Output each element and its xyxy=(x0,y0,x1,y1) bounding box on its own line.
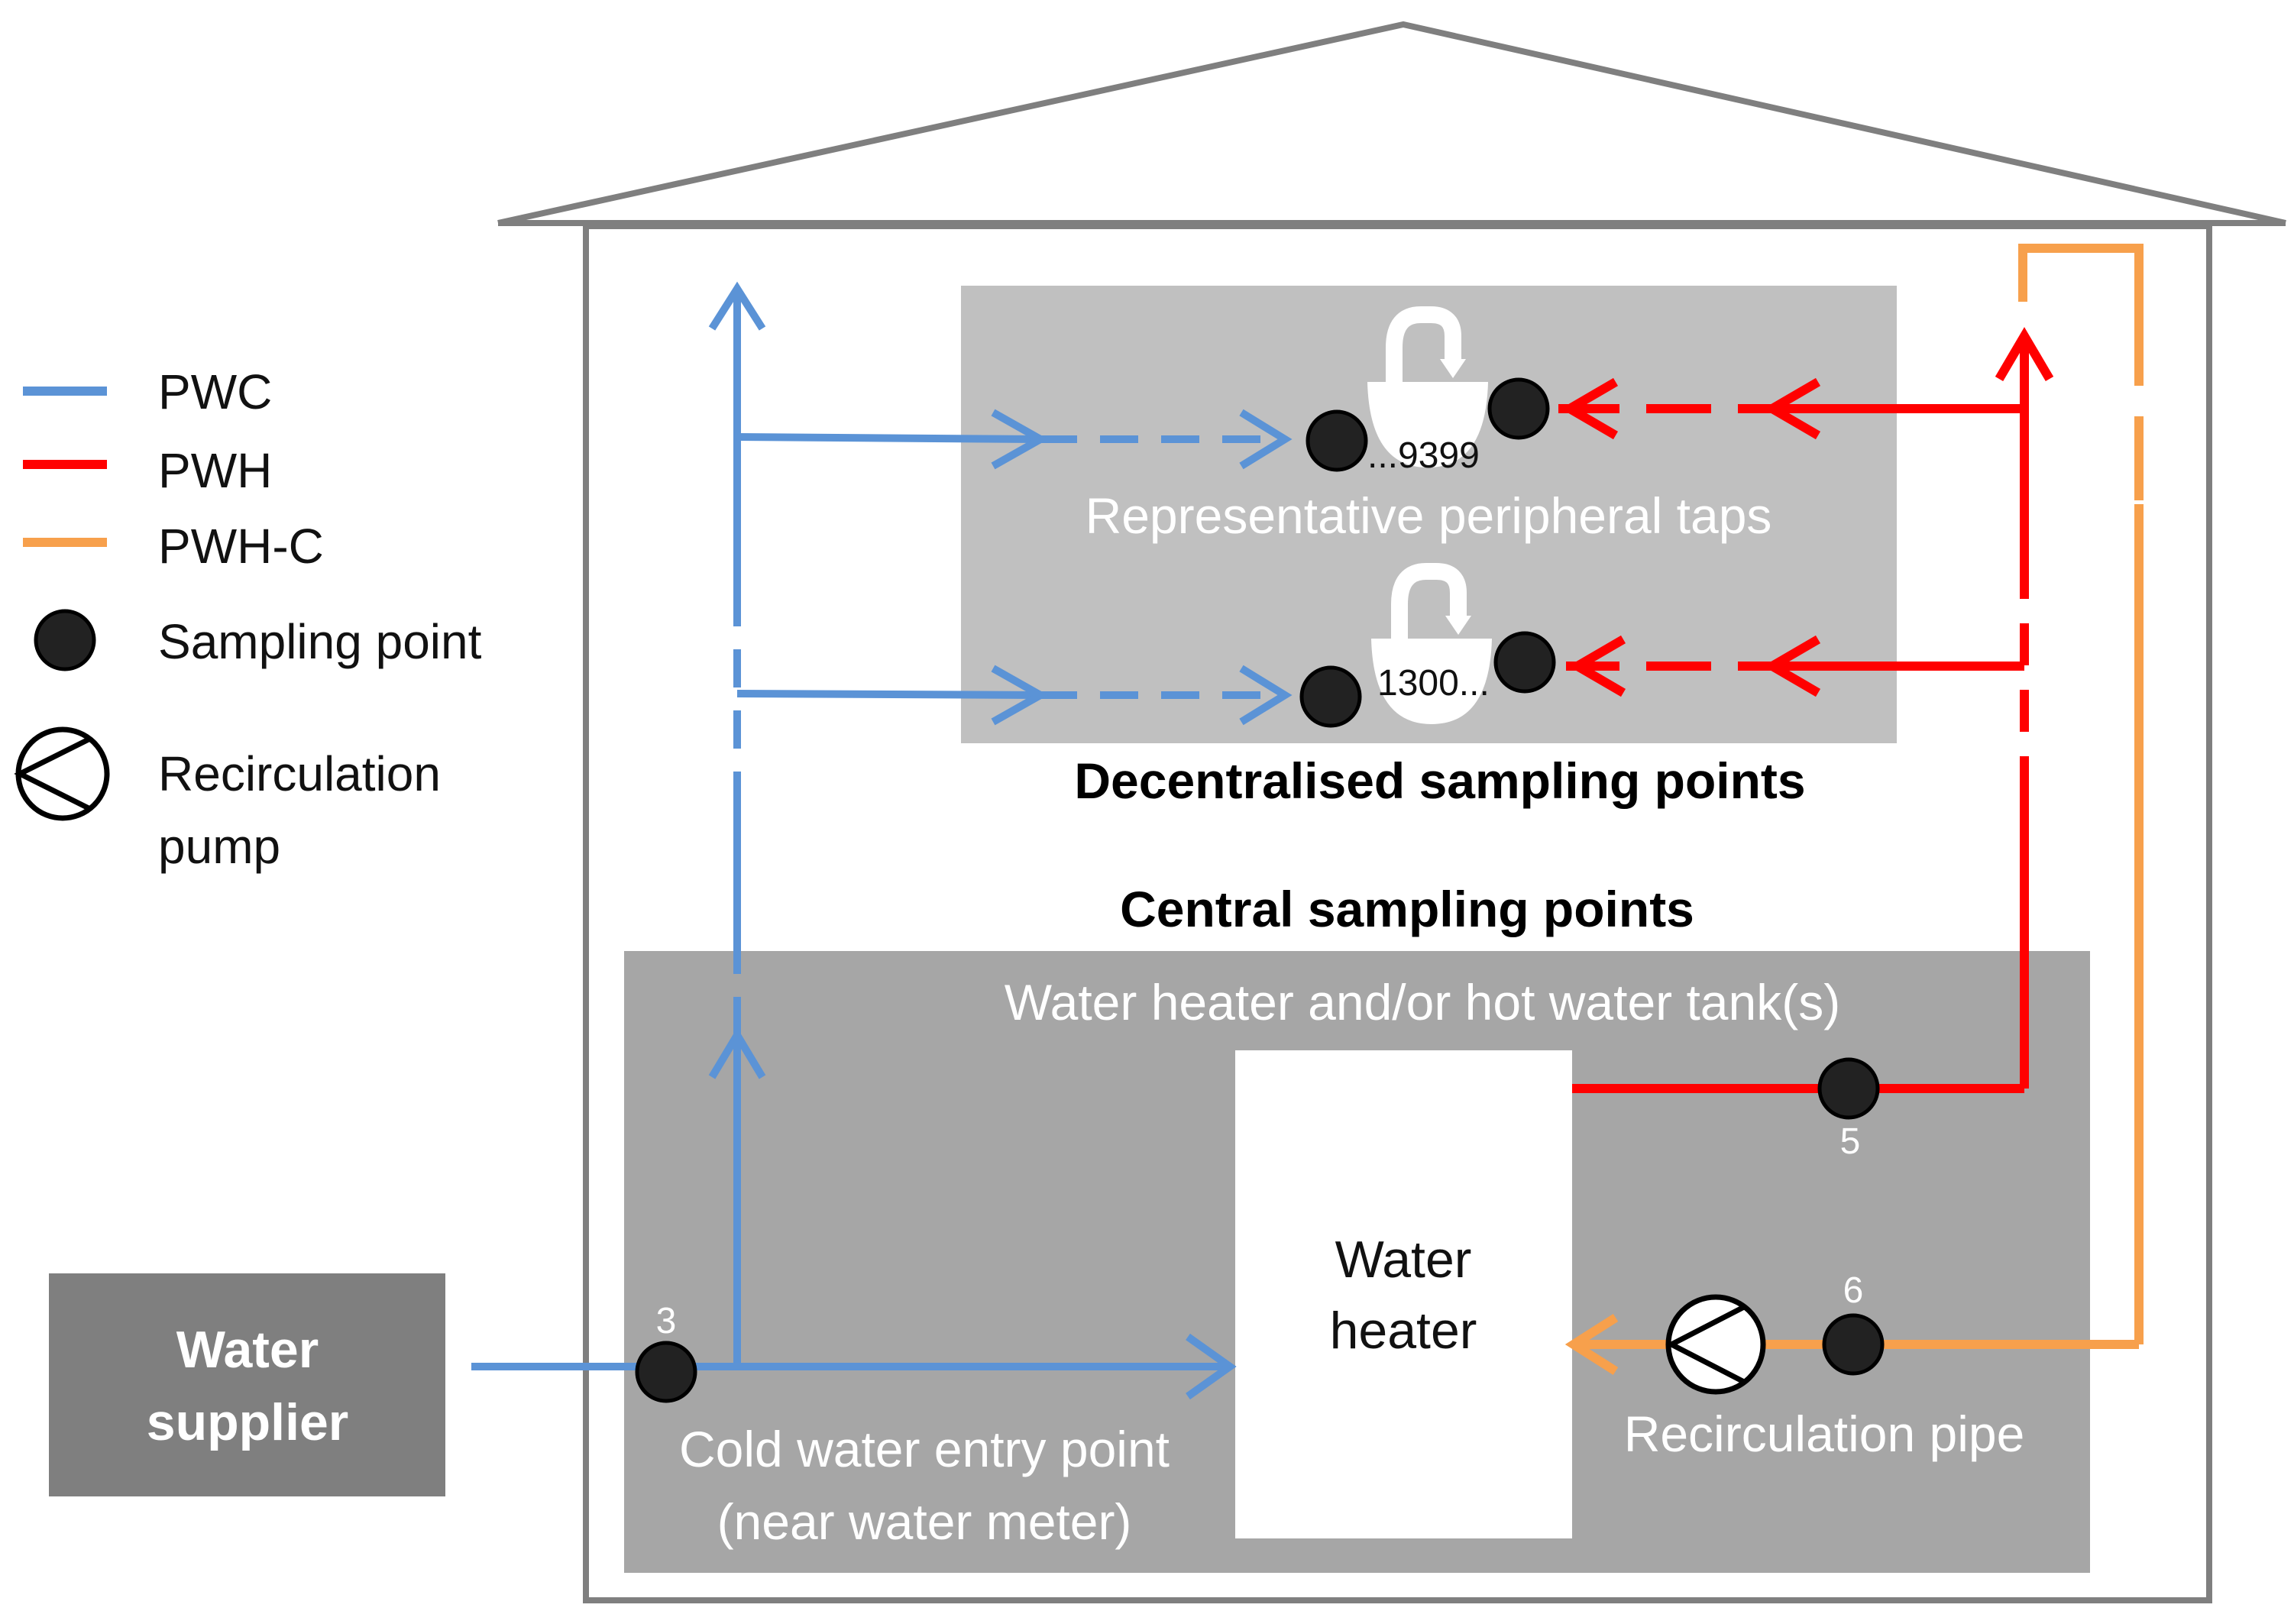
recirculation-pipe-label: Recirculation pipe xyxy=(1624,1406,2025,1462)
sampling-point-icon xyxy=(1306,409,1368,472)
sampling-point-icon xyxy=(34,609,96,671)
water-heater-label-line2: heater xyxy=(1330,1302,1477,1360)
house-outline xyxy=(497,21,2286,1603)
water-supplier-label-line1: Water xyxy=(176,1321,319,1379)
sampling-point-icon xyxy=(1493,631,1556,694)
pwh-pipes xyxy=(1558,327,2054,1093)
pwc-pipes xyxy=(471,281,1293,1400)
legend-pwc-label: PWC xyxy=(158,364,272,419)
point-6-number: 6 xyxy=(1843,1270,1864,1311)
water-heater-box xyxy=(1235,1050,1572,1538)
sampling-point-icon xyxy=(1299,665,1362,728)
central-label: Central sampling points xyxy=(1120,881,1694,937)
tap-icon xyxy=(1371,563,1492,724)
cold-entry-label-line1: Cold water entry point xyxy=(679,1421,1170,1477)
tap-icon xyxy=(1367,306,1488,467)
water-supplier-box xyxy=(49,1273,445,1496)
heater-tank-label: Water heater and/or hot water tank(s) xyxy=(1005,974,1840,1030)
water-heater-label-line1: Water xyxy=(1335,1231,1472,1289)
sampling-point-icon xyxy=(1487,377,1550,440)
water-supplier-label-line2: supplier xyxy=(147,1393,349,1451)
sampling-point-icon xyxy=(635,1341,697,1403)
cold-entry-label-line2: (near water meter) xyxy=(717,1493,1132,1550)
point-3-number: 3 xyxy=(656,1301,677,1341)
legend-pwh-label: PWH xyxy=(158,443,272,498)
point-5-number: 5 xyxy=(1840,1121,1861,1162)
sampling-point-icon xyxy=(1822,1313,1885,1376)
sampling-point-icon xyxy=(1817,1057,1880,1120)
sampling-points xyxy=(635,377,1885,1403)
tap-bottom-number: 1300... xyxy=(1377,663,1490,704)
recirculation-pump-icon xyxy=(1665,1294,1766,1395)
recirculation-pump-icon xyxy=(14,726,110,821)
tap-top-number: ...9399 xyxy=(1367,435,1480,476)
decentralised-label: Decentralised sampling points xyxy=(1074,752,1805,809)
legend-sampling-label: Sampling point xyxy=(158,614,482,669)
legend-pump-label-line1: Recirculation xyxy=(158,746,441,801)
legend-pump-label-line2: pump xyxy=(158,819,280,874)
legend-pwhc-label: PWH-C xyxy=(158,519,324,574)
peripheral-taps-label: Representative peripheral taps xyxy=(1086,487,1772,544)
legend: PWC PWH PWH-C Sampling point Recirculati… xyxy=(14,364,482,874)
